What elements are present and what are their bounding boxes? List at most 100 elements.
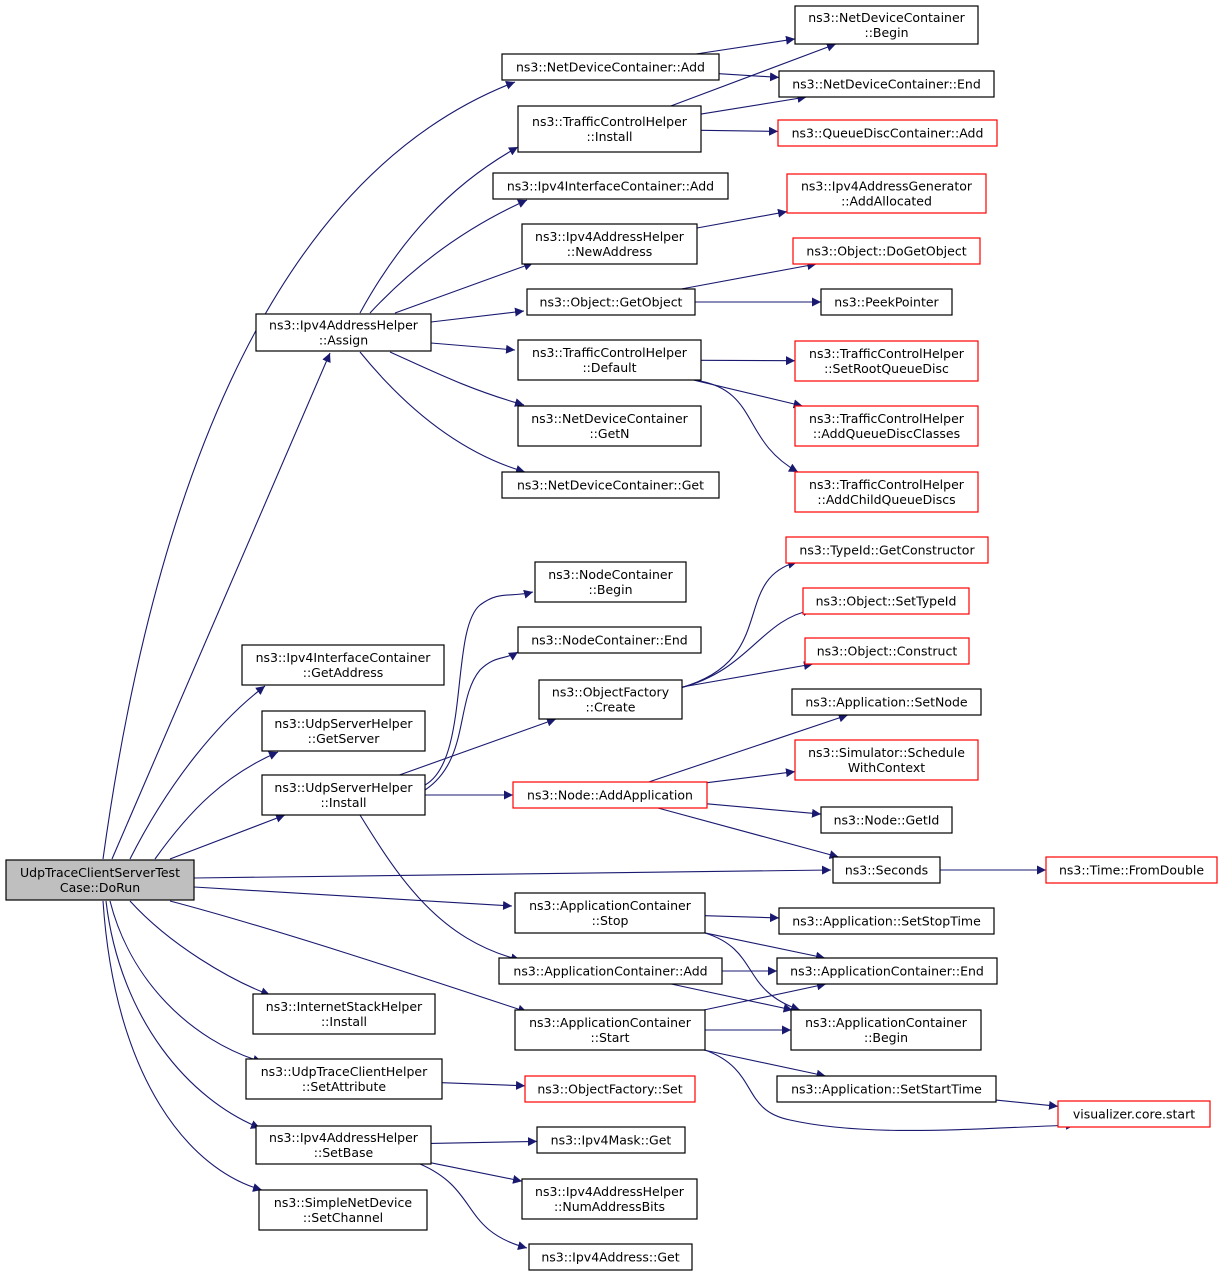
- node-box: [528, 1243, 693, 1271]
- call-edge: [419, 1163, 528, 1251]
- graph-node-ndc-get[interactable]: ns3::NetDeviceContainer::Get: [501, 471, 720, 499]
- node-label: ns3::NodeContainer: [548, 567, 673, 582]
- graph-node-ush-getserver[interactable]: ns3::UdpServerHelper::GetServer: [261, 710, 426, 752]
- node-box: [777, 119, 998, 147]
- graph-node-app-setnode[interactable]: ns3::Application::SetNode: [791, 688, 982, 716]
- node-box: [536, 1126, 686, 1154]
- graph-node-viz-start[interactable]: visualizer.core.start: [1057, 1100, 1211, 1128]
- graph-node-obj-construct[interactable]: ns3::Object::Construct: [804, 637, 970, 665]
- node-label: ::AddAllocated: [841, 194, 932, 209]
- graph-node-tch-default[interactable]: ns3::TrafficControlHelper::Default: [517, 339, 702, 381]
- graph-node-obj-dogetobject[interactable]: ns3::Object::DoGetObject: [792, 237, 981, 265]
- node-box: [258, 1189, 428, 1231]
- node-box: [492, 172, 729, 200]
- node-label: ::Start: [591, 1030, 630, 1045]
- node-box: [786, 173, 987, 214]
- node-label: ns3::Seconds: [845, 863, 928, 878]
- graph-node-of-create[interactable]: ns3::ObjectFactory::Create: [538, 679, 683, 720]
- node-box: [791, 688, 982, 716]
- node-label: ns3::ApplicationContainer: [529, 898, 692, 913]
- graph-node-ac-end[interactable]: ns3::ApplicationContainer::End: [776, 957, 998, 985]
- node-box: [776, 1075, 997, 1103]
- graph-node-typeid-getctor[interactable]: ns3::TypeId::GetConstructor: [785, 536, 989, 564]
- node-box: [538, 679, 683, 720]
- call-edge: [700, 93, 807, 115]
- node-label: ns3::Time::FromDouble: [1059, 863, 1204, 878]
- graph-node-obj-getobject[interactable]: ns3::Object::GetObject: [526, 288, 696, 316]
- call-edge: [154, 751, 279, 860]
- node-label: ns3::Node::AddApplication: [527, 788, 693, 803]
- graph-node-snd-setchannel[interactable]: ns3::SimpleNetDevice::SetChannel: [258, 1189, 428, 1231]
- graph-node-utch-setattr[interactable]: ns3::UdpTraceClientHelper::SetAttribute: [245, 1058, 443, 1100]
- node-label: ::GetN: [589, 426, 629, 441]
- graph-node-ndc-end[interactable]: ns3::NetDeviceContainer::End: [778, 70, 995, 98]
- node-label: ns3::Ipv4InterfaceContainer::Add: [507, 179, 714, 194]
- graph-node-ndc-getn[interactable]: ns3::NetDeviceContainer::GetN: [517, 405, 702, 447]
- graph-node-iic-getaddr[interactable]: ns3::Ipv4InterfaceContainer::GetAddress: [241, 644, 445, 686]
- node-label: ns3::SimpleNetDevice: [274, 1195, 412, 1210]
- call-edge: [105, 900, 261, 1129]
- graph-node-ac-stop[interactable]: ns3::ApplicationContainer::Stop: [514, 892, 706, 934]
- graph-node-ac-start[interactable]: ns3::ApplicationContainer::Start: [514, 1009, 706, 1051]
- call-edge: [359, 814, 521, 963]
- node-label: Case::DoRun: [60, 880, 140, 895]
- graph-node-app-setstoptime[interactable]: ns3::Application::SetStopTime: [778, 907, 995, 935]
- graph-node-tch-setroot[interactable]: ns3::TrafficControlHelper::SetRootQueueD…: [794, 340, 979, 382]
- call-edge: [995, 1099, 1059, 1110]
- graph-node-peekpointer[interactable]: ns3::PeekPointer: [820, 288, 953, 316]
- node-box: [790, 1009, 982, 1051]
- node-label: ::Install: [320, 795, 366, 810]
- node-label: ns3::Ipv4AddressHelper: [535, 1184, 685, 1199]
- call-edge: [399, 717, 557, 776]
- graph-node-ush-install[interactable]: ns3::UdpServerHelper::Install: [261, 774, 426, 816]
- graph-node-iah-assign[interactable]: ns3::Ipv4AddressHelper::Assign: [255, 313, 432, 352]
- graph-node-seconds[interactable]: ns3::Seconds: [832, 856, 941, 884]
- node-label: ns3::UdpServerHelper: [274, 780, 413, 795]
- graph-node-ndc-add[interactable]: ns3::NetDeviceContainer::Add: [501, 53, 720, 81]
- graph-node-tch-addqdclasses[interactable]: ns3::TrafficControlHelper::AddQueueDiscC…: [794, 405, 979, 447]
- call-edge: [430, 342, 516, 354]
- graph-node-ac-add[interactable]: ns3::ApplicationContainer::Add: [498, 957, 723, 985]
- call-edge: [704, 932, 801, 1012]
- node-label: ns3::TypeId::GetConstructor: [799, 543, 975, 558]
- graph-node-obj-settypeid[interactable]: ns3::Object::SetTypeId: [802, 587, 970, 615]
- node-box: [517, 405, 702, 447]
- graph-node-node-getid[interactable]: ns3::Node::GetId: [820, 806, 953, 834]
- graph-node-iag-addalloc[interactable]: ns3::Ipv4AddressGenerator::AddAllocated: [786, 173, 987, 214]
- call-edge: [430, 1162, 523, 1184]
- graph-node-ipv4mask-get[interactable]: ns3::Ipv4Mask::Get: [536, 1126, 686, 1154]
- call-edge: [169, 814, 286, 860]
- graph-node-iah-newaddr[interactable]: ns3::Ipv4AddressHelper::NewAddress: [521, 223, 698, 265]
- graph-node-app-setstarttime[interactable]: ns3::Application::SetStartTime: [776, 1075, 997, 1103]
- graph-node-of-set[interactable]: ns3::ObjectFactory::Set: [524, 1075, 696, 1103]
- call-edge: [424, 589, 534, 786]
- node-label: ns3::InternetStackHelper: [266, 999, 423, 1014]
- call-edge: [679, 607, 813, 689]
- graph-node-iah-setbase[interactable]: ns3::Ipv4AddressHelper::SetBase: [255, 1125, 432, 1165]
- graph-node-tch-install[interactable]: ns3::TrafficControlHelper::Install: [517, 105, 702, 153]
- node-label: ns3::Object::GetObject: [540, 295, 683, 310]
- graph-node-tch-addchild[interactable]: ns3::TrafficControlHelper::AddChildQueue…: [794, 471, 979, 513]
- node-label: ::Assign: [319, 333, 368, 348]
- call-edge: [430, 307, 525, 323]
- graph-node-iic-add[interactable]: ns3::Ipv4InterfaceContainer::Add: [492, 172, 729, 200]
- graph-node-nc-end[interactable]: ns3::NodeContainer::End: [517, 626, 702, 654]
- graph-node-nc-begin[interactable]: ns3::NodeContainer::Begin: [534, 561, 687, 603]
- graph-node-qdc-add[interactable]: ns3::QueueDiscContainer::Add: [777, 119, 998, 147]
- graph-node-ish-install[interactable]: ns3::InternetStackHelper::Install: [252, 993, 436, 1035]
- graph-node-iah-numaddrbits[interactable]: ns3::Ipv4AddressHelper::NumAddressBits: [521, 1178, 698, 1220]
- graph-node-node-addapp[interactable]: ns3::Node::AddApplication: [512, 781, 708, 809]
- node-label: ns3::TrafficControlHelper: [809, 411, 965, 426]
- graph-node-time-fromdouble[interactable]: ns3::Time::FromDouble: [1045, 856, 1218, 884]
- node-box: [517, 105, 702, 153]
- node-box: [778, 907, 995, 935]
- graph-node-ndc-begin[interactable]: ns3::NetDeviceContainer::Begin: [794, 5, 979, 45]
- node-label: ns3::UdpTraceClientHelper: [261, 1064, 428, 1079]
- call-edge: [111, 352, 331, 860]
- graph-node-ac-begin[interactable]: ns3::ApplicationContainer::Begin: [790, 1009, 982, 1051]
- graph-node-ipv4addr-get[interactable]: ns3::Ipv4Address::Get: [528, 1243, 693, 1271]
- node-label: ns3::NodeContainer::End: [531, 633, 687, 648]
- call-edge: [681, 661, 813, 688]
